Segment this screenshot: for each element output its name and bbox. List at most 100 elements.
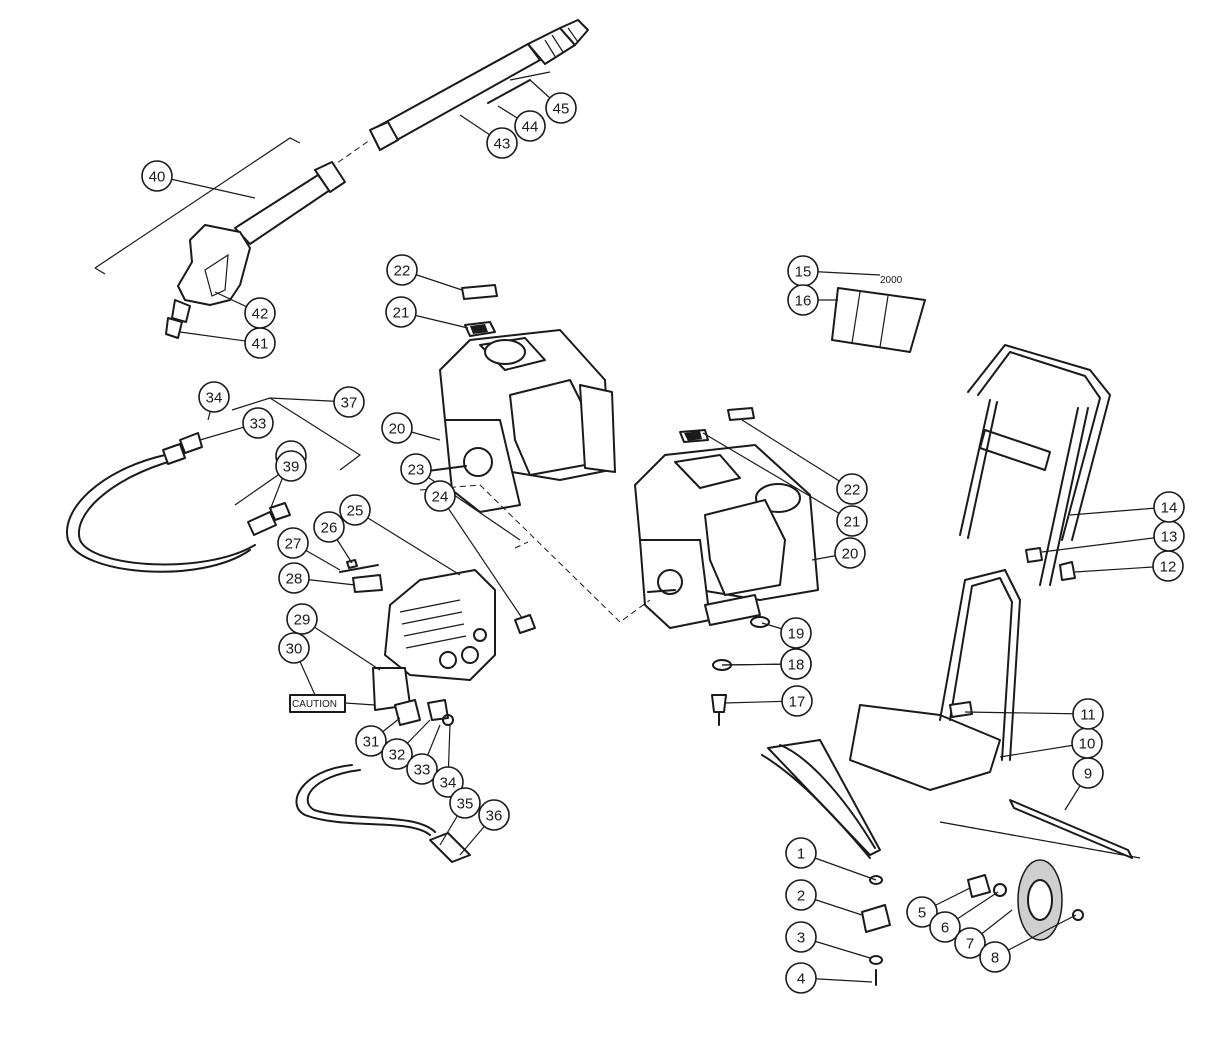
callout-18: 18 — [780, 648, 812, 680]
callout-number: 26 — [321, 520, 338, 537]
callout-circle — [545, 92, 577, 124]
callout-circle — [787, 284, 819, 316]
leader-line — [741, 419, 853, 490]
callout-30: 30 — [278, 632, 310, 664]
callout-circle — [400, 453, 432, 485]
callout-circle — [781, 685, 813, 717]
callout-number: 45 — [553, 101, 570, 118]
leader-line — [439, 495, 523, 619]
callout-number: 15 — [795, 264, 812, 281]
engine-lower — [634, 407, 819, 726]
callout-number: 5 — [918, 905, 926, 922]
callout-number: 17 — [789, 694, 806, 711]
leader-line — [702, 432, 853, 522]
callout-circle — [929, 911, 961, 943]
engine-upper — [419, 284, 616, 513]
callout-number: 19 — [788, 626, 805, 643]
callout-34: 34 — [432, 766, 464, 798]
callout-circle — [1153, 491, 1185, 523]
callout-number: 4 — [797, 971, 805, 988]
callout-circle — [381, 412, 413, 444]
callout-28: 28 — [278, 562, 310, 594]
callout-number: 31 — [363, 734, 380, 751]
caster-foot — [861, 875, 891, 986]
callout-21: 21 — [385, 296, 417, 328]
callout-circle — [406, 753, 438, 785]
callout-circle — [785, 837, 817, 869]
wheel — [967, 859, 1084, 941]
callout-circle — [424, 480, 456, 512]
decal-note: 2000 — [880, 275, 903, 286]
callout-37: 37 — [333, 386, 365, 418]
callout-9: 9 — [1072, 757, 1104, 789]
callout-22: 22 — [386, 254, 418, 286]
callout-number: 34 — [206, 390, 223, 407]
callout-16: 16 — [787, 284, 819, 316]
callout-42: 42 — [244, 297, 276, 329]
callout-number: 8 — [991, 950, 999, 967]
callout-14: 14 — [1153, 491, 1185, 523]
callout-circle — [836, 505, 868, 537]
callout-number: 32 — [389, 747, 406, 764]
callout-circle — [478, 799, 510, 831]
callout-31: 31 — [355, 725, 387, 757]
callout-number: 20 — [389, 421, 406, 438]
callout-8: 8 — [979, 941, 1011, 973]
callout-44: 44 — [514, 110, 546, 142]
callout-number: 43 — [494, 136, 511, 153]
callout-circle — [780, 617, 812, 649]
callout-circle — [275, 450, 307, 482]
callout-circle — [785, 921, 817, 953]
callout-number: 44 — [522, 119, 539, 136]
callout-circle — [954, 927, 986, 959]
leader-line — [156, 175, 256, 199]
lance-tubes — [487, 71, 551, 104]
callout-10: 10 — [1071, 727, 1103, 759]
callout-circle — [286, 603, 318, 635]
callout-circle — [385, 296, 417, 328]
callout-number: 27 — [285, 536, 302, 553]
callout-number: 16 — [795, 293, 812, 310]
callout-15: 15 — [787, 255, 819, 287]
callout-circle — [836, 473, 868, 505]
decal-set — [831, 287, 926, 353]
callout-41: 41 — [244, 327, 276, 359]
callout-number: 20 — [842, 546, 859, 563]
callout-43: 43 — [486, 127, 518, 159]
callout-circle — [313, 511, 345, 543]
callout-number: 25 — [347, 503, 364, 520]
callout-number: 3 — [797, 930, 805, 947]
spray-lance — [369, 19, 589, 151]
callout-number: 18 — [788, 657, 805, 674]
callout-33: 33 — [406, 753, 438, 785]
callout-number: 29 — [294, 612, 311, 629]
callout-circle — [386, 254, 418, 286]
callout-circle — [449, 787, 481, 819]
callout-number: 42 — [252, 306, 269, 323]
handle — [959, 344, 1111, 586]
callout-number: 9 — [1084, 766, 1092, 783]
leader-line — [964, 711, 1089, 715]
callout-32: 32 — [381, 738, 413, 770]
callout-circle — [333, 386, 365, 418]
callout-number: 1 — [797, 846, 805, 863]
callout-circle — [979, 941, 1011, 973]
callout-20: 20 — [834, 537, 866, 569]
callout-13: 13 — [1153, 520, 1185, 552]
svg-text:CAUTION: CAUTION — [292, 699, 337, 710]
callout-layer: 1234567891011121314151617181920212223242… — [141, 92, 1185, 994]
leader-line — [1069, 506, 1170, 516]
callout-26: 26 — [313, 511, 345, 543]
callout-circle — [278, 632, 310, 664]
callout-27: 27 — [277, 527, 309, 559]
callout-4: 4 — [785, 962, 817, 994]
callout-2: 2 — [785, 879, 817, 911]
bolt-13-12 — [1025, 547, 1076, 581]
callout-19: 19 — [780, 617, 812, 649]
callout-number: 22 — [844, 482, 861, 499]
callout-circle — [785, 962, 817, 994]
callout-number: 10 — [1079, 736, 1096, 753]
leader-line — [415, 468, 521, 541]
callout-number: 11 — [1080, 707, 1096, 724]
callout-3: 3 — [785, 921, 817, 953]
